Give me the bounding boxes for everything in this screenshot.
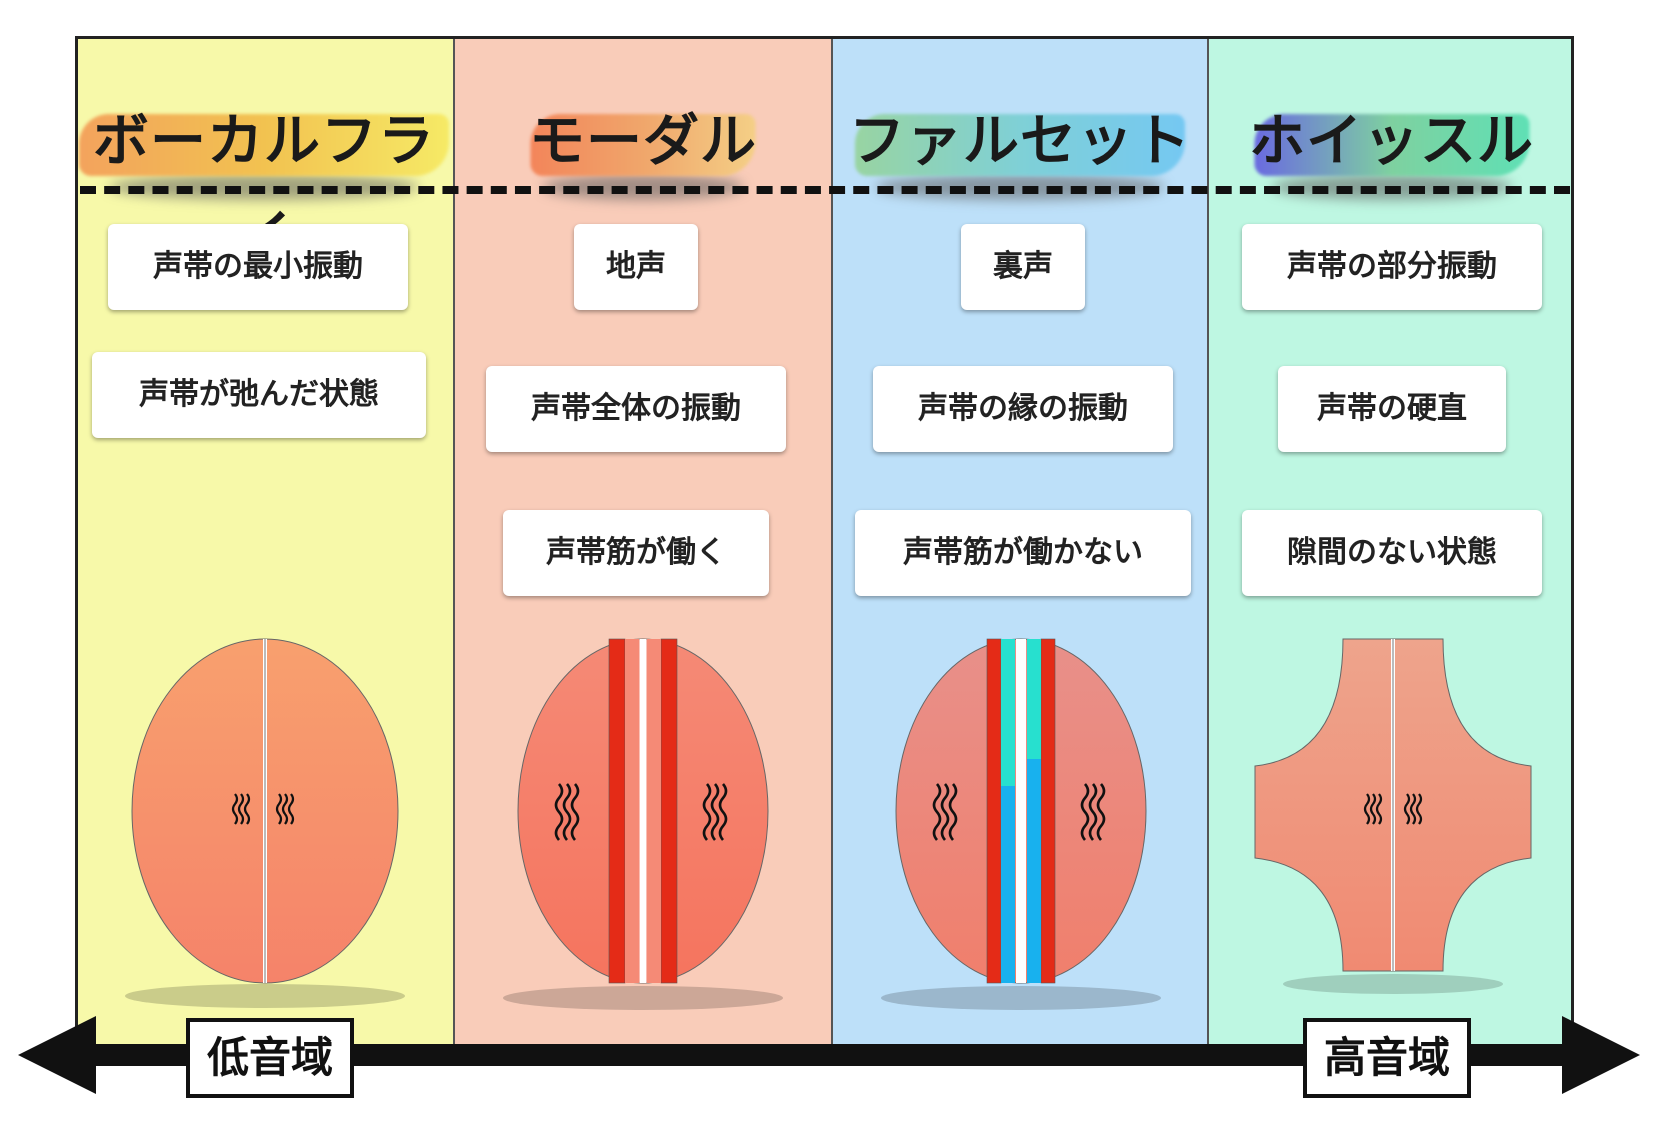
dashed-divider [80,186,1570,194]
fold-diagram-modal [503,638,783,1010]
mode-title: ファルセット [849,109,1191,174]
label-slack-folds: 声帯が弛んだ状態 [92,352,426,438]
mode-title: ホイッスル [1249,109,1534,174]
label-whole-vibration: 声帯全体の振動 [486,366,786,452]
column-whistle: ホイッスル 声帯の部分振動 声帯の硬直 隙間のない状態 [1207,36,1574,1046]
label-muscle-works: 声帯筋が働く [503,510,769,596]
label-no-gap: 隙間のない状態 [1242,510,1542,596]
label-min-vibration: 声帯の最小振動 [108,224,408,310]
fold-diagram-falsetto [881,638,1161,1010]
label-partial-vibration: 声帯の部分振動 [1242,224,1542,310]
label-chest-voice: 地声 [574,224,698,310]
low-range-label: 低音域 [186,1018,354,1098]
pitch-axis-arrow [18,1016,1640,1094]
diagram-frame [75,36,1574,1046]
mode-title: モーダル [529,109,757,174]
label-stiff-folds: 声帯の硬直 [1278,366,1506,452]
title-modal: モーダル [455,94,831,204]
high-range-label: 高音域 [1303,1018,1471,1098]
column-falsetto: ファルセット 裏声 声帯の縁の振動 声帯筋が働かない [831,36,1207,1046]
label-head-voice: 裏声 [961,224,1085,310]
column-vocal-fry: ボーカルフライ 声帯の最小振動 声帯が弛んだ状態 [75,36,453,1046]
label-muscle-idle: 声帯筋が働かない [855,510,1191,596]
fold-diagram-vocal-fry [125,638,405,1008]
fold-diagram-whistle [1254,638,1532,994]
column-modal: モーダル 地声 声帯全体の振動 声帯筋が働く [453,36,831,1046]
vibration-wave-icon [1363,793,1423,825]
label-edge-vibration: 声帯の縁の振動 [873,366,1173,452]
vibration-wave-icon [554,783,728,841]
vibration-wave-icon [932,783,1106,841]
vibration-wave-icon [231,793,295,825]
